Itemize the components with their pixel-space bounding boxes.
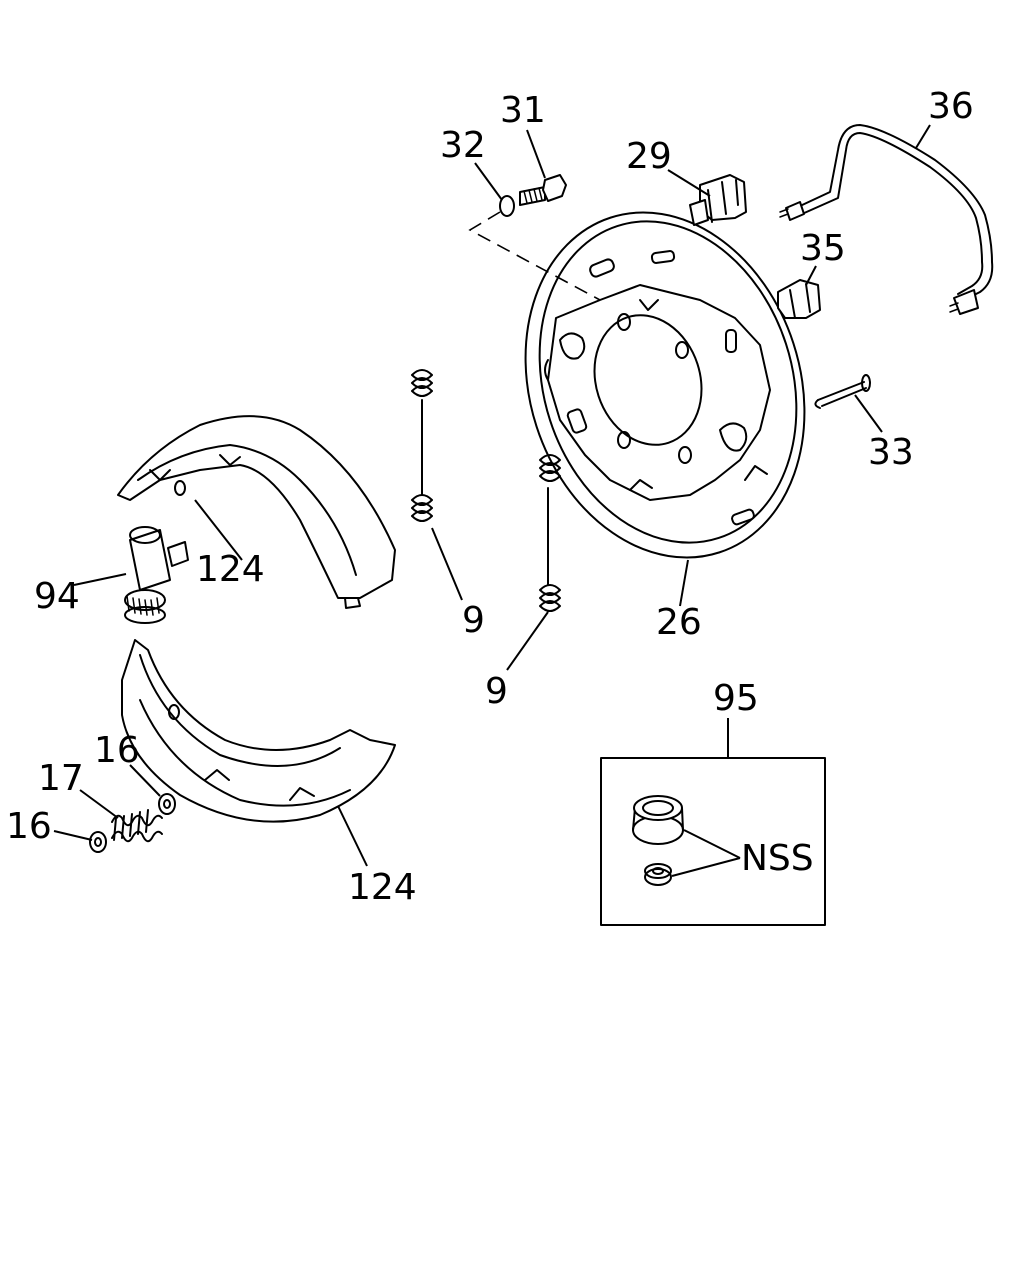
cylinder-cup-seal (632, 795, 684, 845)
callout-26: 26 (656, 602, 702, 643)
spring-washer-lower (89, 831, 107, 853)
adjuster-spring (111, 809, 163, 843)
callout-36: 36 (928, 86, 974, 127)
leader-lines (53, 124, 931, 877)
callout-94: 94 (34, 576, 80, 617)
return-spring-lower (539, 454, 561, 612)
callout-31: 31 (500, 90, 546, 131)
wheel-cylinder-adjuster (124, 526, 189, 624)
callout-9-lower: 9 (485, 671, 508, 712)
callout-17: 17 (38, 758, 84, 799)
retaining-clip (777, 279, 821, 319)
callout-35: 35 (800, 228, 846, 269)
brake-shoe-lower (121, 639, 396, 823)
spring-washer-upper (158, 793, 176, 815)
callout-nss: NSS (741, 838, 814, 879)
return-spring-upper (411, 369, 433, 522)
lock-washer (499, 195, 515, 217)
cylinder-small-seal (644, 863, 672, 886)
callout-124-lower: 124 (348, 867, 417, 908)
bolt (519, 174, 567, 206)
callout-9-upper: 9 (462, 600, 485, 641)
brake-shoe-upper (117, 415, 396, 609)
callout-32: 32 (440, 125, 486, 166)
backing-plate (524, 211, 806, 559)
callout-95: 95 (713, 678, 759, 719)
callout-124-upper: 124 (196, 549, 265, 590)
callout-33: 33 (868, 432, 914, 473)
callout-16-upper: 16 (94, 730, 140, 771)
bracket-clip (689, 174, 747, 226)
brake-pipe (779, 124, 994, 315)
callout-29: 29 (626, 136, 672, 177)
bolt-insertion-dashed-line (468, 211, 601, 301)
repair-kit-box (600, 757, 826, 926)
callout-16-lower: 16 (6, 806, 52, 847)
hold-down-pin (814, 374, 871, 409)
